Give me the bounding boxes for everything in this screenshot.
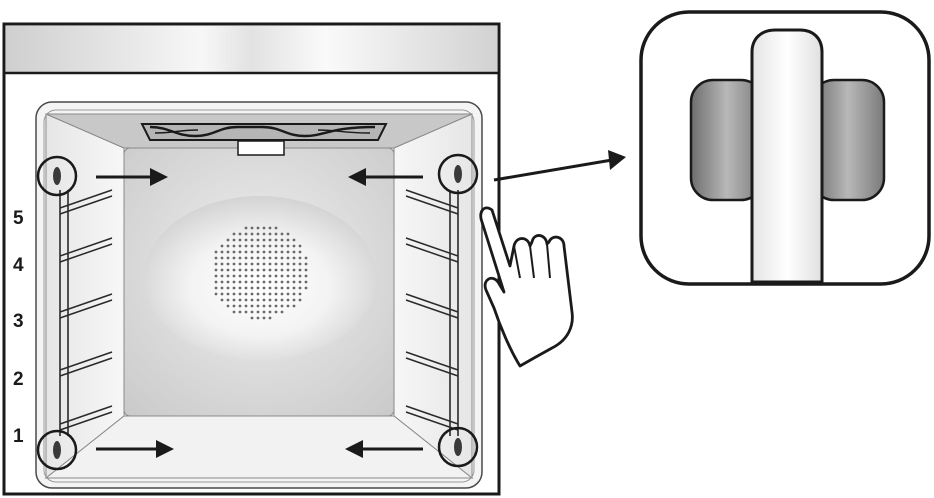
- arrow-left-icon: [348, 168, 423, 186]
- right-shelf-support: [405, 189, 459, 436]
- shelf-level-4: 4: [13, 255, 24, 276]
- zoom-pointer-arrow: [493, 150, 626, 182]
- fixing-point-top-right: [437, 153, 479, 195]
- shelf-level-5: 5: [13, 208, 24, 229]
- arrow-right-icon: [96, 440, 174, 458]
- arrow-right-icon: [96, 168, 168, 186]
- grill-element: [140, 123, 388, 156]
- fan-cover: [144, 196, 376, 360]
- shelf-level-1: 1: [13, 426, 24, 447]
- shelf-level-2: 2: [13, 369, 24, 390]
- oven-cavity: 5 4 3 2 1: [2, 22, 501, 496]
- fixing-clip-icon: [689, 28, 886, 284]
- fixing-clip-detail: [639, 10, 931, 286]
- oven-top-band: [6, 26, 497, 72]
- arrow-left-icon: [345, 440, 423, 458]
- shelf-level-3: 3: [13, 311, 24, 332]
- left-shelf-support: [59, 189, 113, 436]
- fixing-point-bottom-right: [437, 426, 479, 468]
- hand-pointer-icon: [479, 206, 574, 368]
- fixing-point-top-left: [36, 155, 78, 197]
- fan-holes: [214, 226, 308, 320]
- fixing-point-bottom-left: [36, 429, 78, 471]
